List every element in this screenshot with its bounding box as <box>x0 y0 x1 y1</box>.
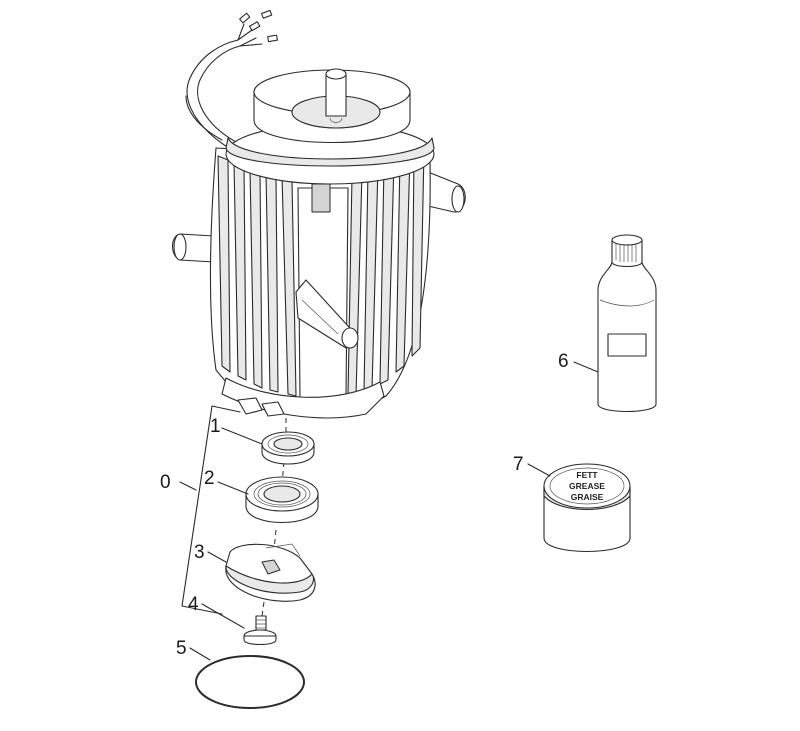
screw-icon <box>243 615 277 646</box>
motor-cable <box>185 9 278 151</box>
ball-bearing-icon <box>261 431 315 465</box>
can-label-line-1: FETT <box>576 470 598 480</box>
bearing-cover-icon <box>225 543 316 602</box>
electric-motor-icon <box>171 9 466 419</box>
kit-bracket <box>179 405 241 615</box>
callout-2: 2 <box>204 468 215 489</box>
grease-can-icon: FETT GREASE GRAISE <box>543 463 631 553</box>
callout-3: 3 <box>194 542 205 563</box>
ball-bearing-icon <box>245 476 319 523</box>
assembly-axis <box>273 529 277 551</box>
callout-4: 4 <box>188 594 199 615</box>
callout-0: 0 <box>160 472 171 493</box>
leader-lines <box>189 361 599 661</box>
callout-6: 6 <box>558 351 569 372</box>
cooling-fins <box>217 149 425 397</box>
o-ring-icon <box>195 655 305 709</box>
callout-5: 5 <box>176 638 187 659</box>
oil-bottle-icon <box>597 234 657 412</box>
callout-1: 1 <box>210 416 221 437</box>
callout-7: 7 <box>513 454 524 475</box>
assembly-axis <box>261 601 265 617</box>
can-label-line-2: GREASE <box>569 481 605 491</box>
can-label-line-3: GRAISE <box>571 492 604 502</box>
